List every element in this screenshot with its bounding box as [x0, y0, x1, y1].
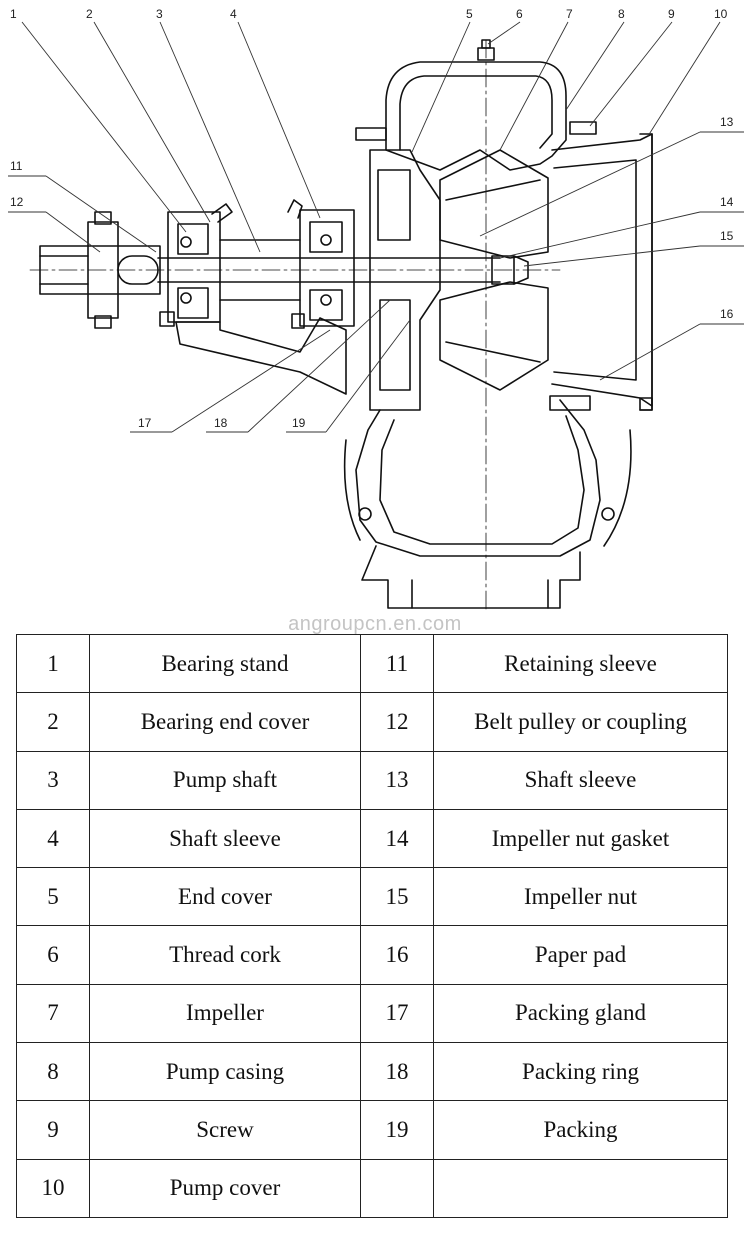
- callout-8: 8: [618, 7, 625, 21]
- callout-13: 13: [720, 115, 734, 129]
- part-number: 7: [16, 983, 90, 1044]
- callout-7: 7: [566, 7, 573, 21]
- callout-9: 9: [668, 7, 675, 21]
- part-name: Belt pulley or coupling: [433, 692, 728, 752]
- part-number: 11: [360, 633, 434, 694]
- part-number: 3: [16, 750, 90, 810]
- part-number: 13: [360, 750, 434, 810]
- callout-16: 16: [720, 307, 734, 321]
- part-name: Pump shaft: [89, 750, 361, 810]
- table-row: 10 Pump cover: [16, 1158, 728, 1219]
- part-name: Retaining sleeve: [433, 633, 728, 694]
- part-number: 1: [16, 633, 90, 694]
- pump-cross-section-drawing: 1 2 3 4 5 6 7 8 9 10 11 12 13 14 15 16 1…: [8, 7, 744, 613]
- callout-4: 4: [230, 7, 237, 21]
- callout-6: 6: [516, 7, 523, 21]
- callout-5: 5: [466, 7, 473, 21]
- table-row: 8 Pump casing 18 Packing ring: [16, 1042, 728, 1102]
- watermark: angroupcn.en.com: [288, 613, 462, 635]
- part-name: End cover: [89, 867, 361, 927]
- table-row: 9 Screw 19 Packing: [16, 1100, 728, 1160]
- part-name: [433, 1158, 728, 1219]
- part-number: 19: [360, 1100, 434, 1160]
- callout-10: 10: [714, 7, 728, 21]
- callout-2: 2: [86, 7, 93, 21]
- pump-cover: [549, 121, 653, 411]
- part-number: 17: [360, 983, 434, 1044]
- part-name: Packing: [433, 1100, 728, 1160]
- callout-11: 11: [10, 159, 23, 173]
- part-number: 9: [16, 1100, 90, 1160]
- part-name: Packing gland: [433, 983, 728, 1044]
- part-name: Bearing end cover: [89, 692, 361, 752]
- part-number: [360, 1158, 434, 1219]
- part-name: Screw: [89, 1100, 361, 1160]
- callout-1: 1: [10, 7, 17, 21]
- part-name: Impeller nut: [433, 867, 728, 927]
- callout-14: 14: [720, 195, 734, 209]
- parts-table: 1 Bearing stand 11 Retaining sleeve 2 Be…: [16, 633, 728, 1219]
- part-number: 4: [16, 808, 90, 869]
- table-row: 4 Shaft sleeve 14 Impeller nut gasket: [16, 808, 728, 869]
- part-number: 14: [360, 808, 434, 869]
- part-number: 10: [16, 1158, 90, 1219]
- part-name: Thread cork: [89, 925, 361, 985]
- part-number: 12: [360, 692, 434, 752]
- part-number: 16: [360, 925, 434, 985]
- part-name: Shaft sleeve: [89, 808, 361, 869]
- bearing-stand: [175, 239, 347, 395]
- part-number: 2: [16, 692, 90, 752]
- part-name: Paper pad: [433, 925, 728, 985]
- part-name: Bearing stand: [89, 633, 361, 694]
- part-name: Pump cover: [89, 1158, 361, 1219]
- callout-19: 19: [292, 416, 306, 430]
- callout-17: 17: [138, 416, 152, 430]
- callout-12: 12: [10, 195, 24, 209]
- bearing-assembly-left: [159, 203, 233, 327]
- part-number: 15: [360, 867, 434, 927]
- callout-3: 3: [156, 7, 163, 21]
- part-name: Impeller: [89, 983, 361, 1044]
- part-number: 18: [360, 1042, 434, 1102]
- table-row: 6 Thread cork 16 Paper pad: [16, 925, 728, 985]
- part-name: Pump casing: [89, 1042, 361, 1102]
- part-number: 5: [16, 867, 90, 927]
- impeller: [439, 149, 549, 391]
- table-row: 2 Bearing end cover 12 Belt pulley or co…: [16, 692, 728, 752]
- bearing-assembly-right: [287, 199, 355, 329]
- pump-casing: [343, 39, 632, 609]
- part-number: 8: [16, 1042, 90, 1102]
- part-name: Shaft sleeve: [433, 750, 728, 810]
- part-number: 6: [16, 925, 90, 985]
- part-name: Packing ring: [433, 1042, 728, 1102]
- callout-18: 18: [214, 416, 228, 430]
- table-row: 3 Pump shaft 13 Shaft sleeve: [16, 750, 728, 810]
- coupling: [39, 211, 161, 329]
- table-row: 5 End cover 15 Impeller nut: [16, 867, 728, 927]
- callout-15: 15: [720, 229, 734, 243]
- table-row: 1 Bearing stand 11 Retaining sleeve: [16, 633, 728, 694]
- part-name: Impeller nut gasket: [433, 808, 728, 869]
- end-cover: [355, 127, 441, 411]
- table-row: 7 Impeller 17 Packing gland: [16, 983, 728, 1044]
